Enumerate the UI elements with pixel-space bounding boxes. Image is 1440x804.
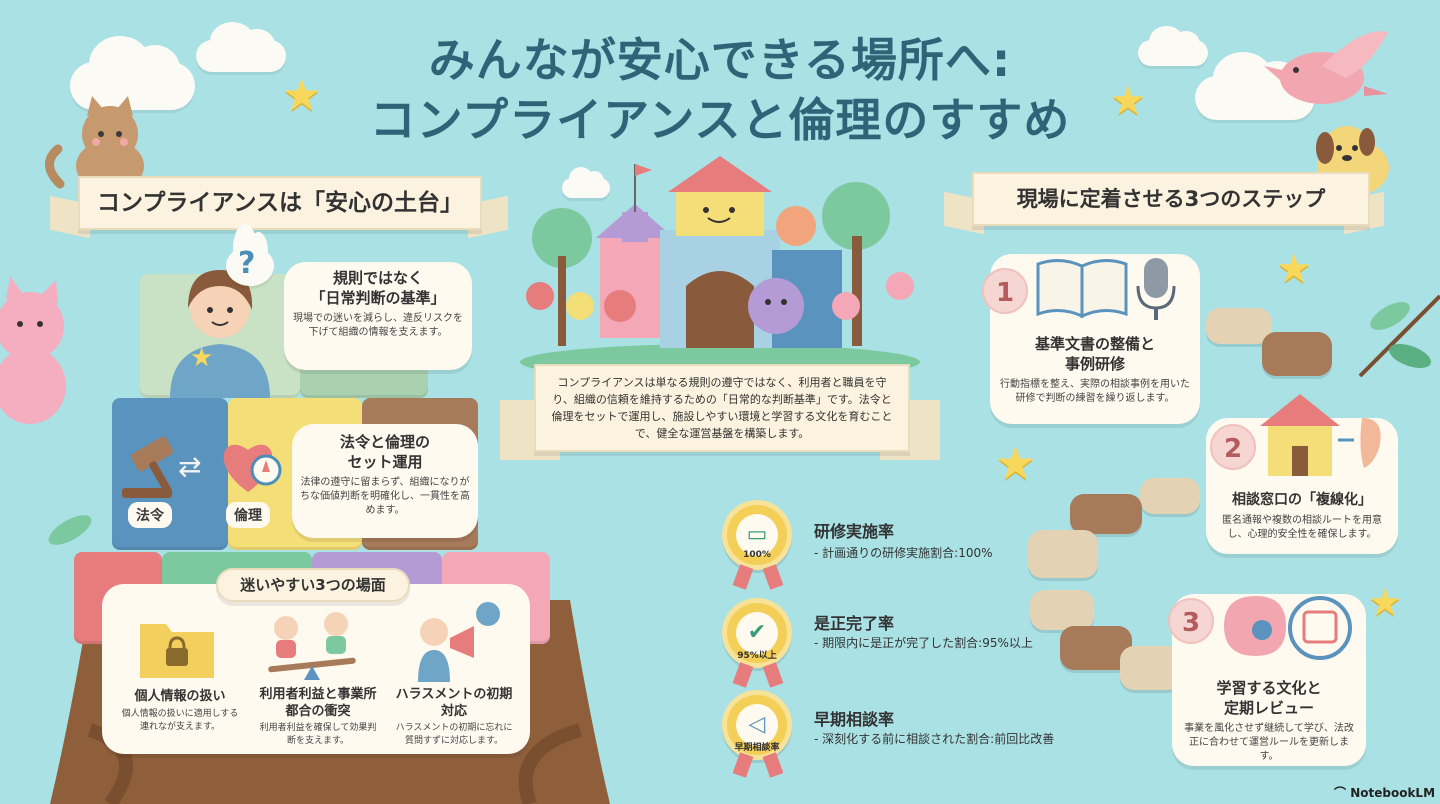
metric-medal: ▭ 100% bbox=[722, 500, 792, 570]
card-heading: セット運用 bbox=[347, 453, 423, 471]
star-icon: ★ bbox=[282, 70, 322, 121]
brand-label: NotebookLM bbox=[1350, 786, 1436, 800]
open-book-icon bbox=[1036, 259, 1128, 319]
stepping-stone bbox=[1120, 646, 1182, 690]
medal-badge-text: 95%以上 bbox=[737, 651, 777, 661]
label-law: 法令 bbox=[128, 502, 172, 528]
scene-title: ハラスメントの初期対応 bbox=[395, 687, 513, 719]
leaf-branch-decoration bbox=[48, 515, 92, 545]
seesaw-people-icon bbox=[268, 612, 356, 680]
medal-badge-text: 早期相談率 bbox=[734, 743, 780, 753]
metric-medal: ✔ 95%以上 bbox=[722, 598, 792, 668]
stepping-stone bbox=[1140, 478, 1200, 514]
step-body: 事業を風化させず継続して学び、法改正に合わせて運営ルールを更新します。 bbox=[1184, 723, 1354, 762]
stepping-stone bbox=[1070, 494, 1142, 534]
step-heading: 定期レビュー bbox=[1223, 699, 1314, 717]
star-icon: ★ bbox=[1368, 580, 1403, 624]
check-icon: ✔ bbox=[736, 612, 778, 654]
step-number-badge: 1 bbox=[982, 268, 1028, 314]
card-body: 法律の遵守に留まらず、組織になりがちな価値判断を明確化し、一貫性を高めます。 bbox=[300, 477, 470, 516]
folder-lock-icon bbox=[140, 624, 214, 678]
scene-title: 個人情報の扱い bbox=[134, 689, 226, 704]
question-mark-icon: ? bbox=[238, 246, 256, 281]
svg-text:★: ★ bbox=[190, 343, 213, 373]
principle-card-law-ethics: 法令と倫理の セット運用 法律の遵守に留まらず、組織になりがちな価値判断を明確化… bbox=[292, 424, 478, 538]
stepping-stone bbox=[1030, 590, 1094, 630]
step-heading: 相談窓口の「複線化」 bbox=[1232, 492, 1372, 508]
scene-title: 利用者利益と事業所都合の衝突 bbox=[259, 687, 377, 719]
metric-desc: - 期限内に是正が完了した割合:95%以上 bbox=[814, 636, 1033, 650]
principle-card-daily-standard: 規則ではなく 「日常判断の基準」 現場での迷いを減らし、違反リスクを下げて組織の… bbox=[284, 262, 472, 370]
step-heading: 基準文書の整備と bbox=[1034, 335, 1155, 353]
scene-desc: 利用者利益を確保して効果判断を支えます。 bbox=[259, 723, 377, 746]
label-ethics: 倫理 bbox=[226, 502, 270, 528]
metric-title: 早期相談率 bbox=[814, 710, 895, 729]
metric-desc: - 計画通りの研修実施割合:100% bbox=[814, 546, 993, 560]
page-title-line2: コンプライアンスと倫理のすすめ bbox=[369, 93, 1071, 147]
scene-desc: 個人情報の扱いに適用しする連れなが支えます。 bbox=[121, 709, 239, 732]
card-heading: 規則ではなく bbox=[332, 269, 423, 287]
stepping-stone bbox=[1028, 530, 1098, 578]
microphone-icon bbox=[1136, 258, 1176, 320]
cloud-decoration bbox=[562, 167, 610, 198]
stepping-stone bbox=[1206, 308, 1272, 344]
brain-calendar-icon bbox=[1224, 596, 1352, 660]
step-heading: 学習する文化と bbox=[1216, 679, 1322, 697]
medal-badge-text: 100% bbox=[743, 550, 771, 560]
person-with-star-illustration: ★ bbox=[170, 270, 270, 398]
bird-icon bbox=[1264, 31, 1388, 104]
left-section-ribbon: コンプライアンスは「安心の土台」 bbox=[78, 176, 482, 230]
gavel-icon bbox=[122, 436, 173, 498]
star-icon: ★ bbox=[1110, 78, 1146, 124]
scenes-title: 迷いやすい3つの場面 bbox=[216, 568, 410, 602]
certificate-icon: ▭ bbox=[736, 514, 778, 556]
banner-text: コンプライアンスは単なる規則の遵守ではなく、利用者と職員を守り、組織の信頼を維持… bbox=[551, 376, 893, 440]
notebooklm-brand: ⌒ NotebookLM bbox=[1334, 784, 1435, 801]
brand-icon: ⌒ bbox=[1334, 786, 1347, 800]
house-ear-icon bbox=[1260, 394, 1381, 476]
page-title-line1: みんなが安心できる場所へ: bbox=[428, 33, 1012, 87]
scene-desc: ハラスメントの初期に忘れに質問すずに対応します。 bbox=[395, 723, 513, 746]
star-icon: ★ bbox=[995, 436, 1037, 490]
metric-title: 研修実施率 bbox=[814, 522, 895, 541]
pink-cat-icon bbox=[0, 276, 66, 424]
leaf-branch-decoration bbox=[1358, 294, 1440, 378]
star-icon: ★ bbox=[1276, 246, 1312, 292]
exchange-arrows-icon: ⇄ bbox=[178, 450, 202, 483]
cloud-decoration bbox=[1138, 25, 1208, 66]
metric-desc: - 深刻化する前に相談された割合:前回比改善 bbox=[814, 732, 1055, 746]
center-description-banner: コンプライアンスは単なる規則の遵守ではなく、利用者と職員を守り、組織の信頼を維持… bbox=[534, 364, 910, 452]
megaphone-person-icon bbox=[418, 602, 500, 682]
card-heading: 法令と倫理の bbox=[339, 433, 430, 451]
step-heading: 事例研修 bbox=[1064, 355, 1125, 373]
step-number-badge: 3 bbox=[1168, 598, 1214, 644]
step-number-badge: 2 bbox=[1210, 424, 1256, 470]
cloud-decoration bbox=[70, 35, 195, 110]
card-body: 現場での迷いを減らし、違反リスクを下げて組織の情報を支えます。 bbox=[293, 313, 463, 338]
card-heading: 「日常判断の基準」 bbox=[310, 289, 446, 307]
step-body: 匿名通報や複数の相談ルートを用意し、心理的安全性を確保します。 bbox=[1222, 515, 1382, 540]
step-body: 行動指標を整え、実際の相談事例を用いた研修で判断の練習を繰り返します。 bbox=[1000, 379, 1190, 404]
right-section-ribbon: 現場に定着させる3つのステップ bbox=[972, 172, 1370, 226]
castle-garden-illustration bbox=[520, 156, 920, 370]
megaphone-icon: ◁ bbox=[736, 704, 778, 746]
metric-title: 是正完了率 bbox=[814, 614, 895, 633]
heart-compass-icon bbox=[223, 444, 282, 492]
cloud-decoration bbox=[196, 22, 286, 72]
metric-medal: ◁ 早期相談率 bbox=[722, 690, 792, 760]
stepping-stone bbox=[1262, 332, 1332, 376]
